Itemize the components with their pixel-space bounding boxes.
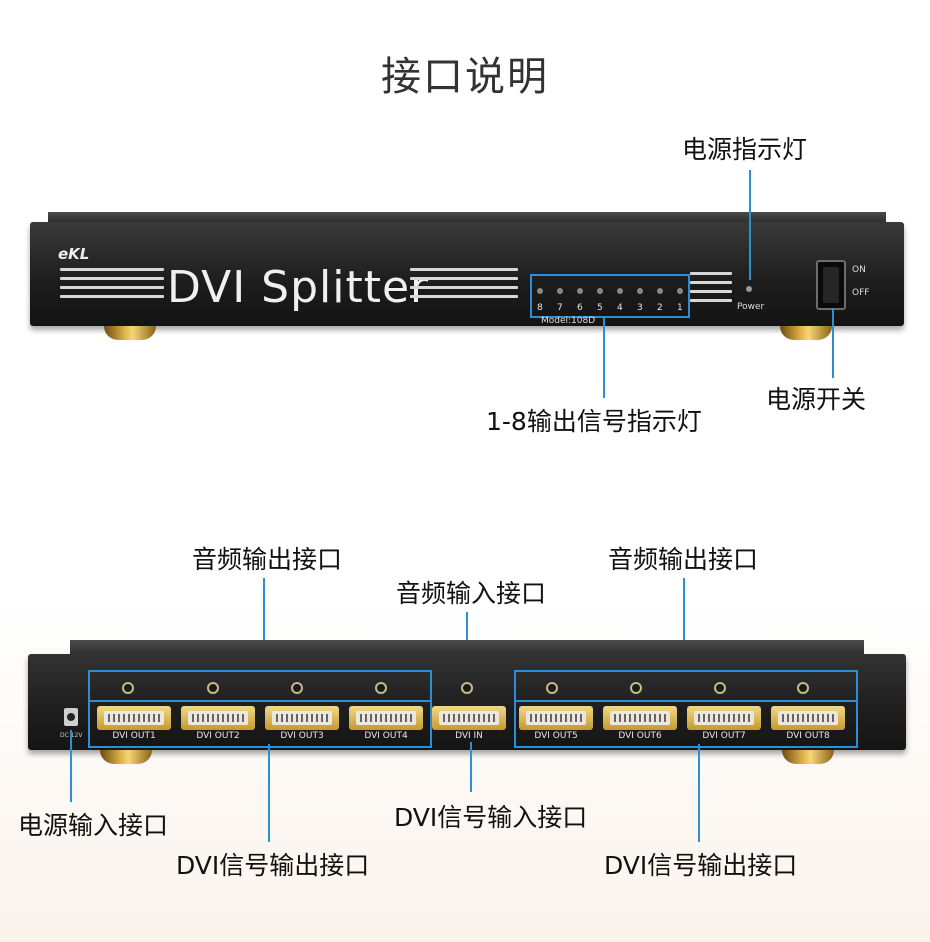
callout-line xyxy=(698,744,700,842)
port-label: DVI OUT6 xyxy=(618,731,662,741)
callout-power-in: 电源输入接口 xyxy=(18,811,169,840)
callout-line xyxy=(832,308,834,378)
front-panel xyxy=(30,222,904,326)
led-number: 2 xyxy=(657,303,663,313)
audio-out-jack[interactable] xyxy=(714,682,726,694)
output-led xyxy=(597,288,603,294)
dvi-in-port[interactable] xyxy=(432,706,506,730)
audio-out-jack[interactable] xyxy=(207,682,219,694)
callout-line xyxy=(263,578,265,670)
callout-line xyxy=(683,578,685,670)
callout-dvi-out-right: DVI信号输出接口 xyxy=(604,851,798,880)
dvi-out-port-2[interactable] xyxy=(181,706,255,730)
power-switch[interactable] xyxy=(816,260,846,310)
port-label: DVI OUT5 xyxy=(534,731,578,741)
output-led xyxy=(677,288,683,294)
dvi-out-group-right xyxy=(514,700,858,748)
callout-line xyxy=(470,742,472,792)
led-number: 1 xyxy=(677,303,683,313)
audio-out-jack[interactable] xyxy=(375,682,387,694)
audio-out-jack[interactable] xyxy=(797,682,809,694)
output-led xyxy=(637,288,643,294)
dvi-out-port-7[interactable] xyxy=(687,706,761,730)
back-panel-top xyxy=(70,640,864,656)
port-label: DVI OUT1 xyxy=(112,731,156,741)
led-number: 3 xyxy=(637,303,643,313)
front-panel-top xyxy=(48,212,886,224)
switch-on-label: ON xyxy=(852,265,866,275)
model-label: Model:108D xyxy=(541,316,596,326)
callout-power-switch: 电源开关 xyxy=(766,385,867,414)
callout-output-leds: 1-8输出信号指示灯 xyxy=(486,407,702,436)
audio-in-jack[interactable] xyxy=(461,682,473,694)
led-number: 4 xyxy=(617,303,623,313)
dvi-out-port-3[interactable] xyxy=(265,706,339,730)
audio-out-jack[interactable] xyxy=(291,682,303,694)
led-number: 6 xyxy=(577,303,583,313)
callout-power-led: 电源指示灯 xyxy=(682,135,808,164)
output-led xyxy=(577,288,583,294)
brand-logo: eKL xyxy=(58,245,90,263)
back-foot-left xyxy=(100,750,152,764)
decor-stripes-power xyxy=(690,272,732,308)
callout-audio-in: 音频输入接口 xyxy=(396,579,547,608)
led-number: 7 xyxy=(557,303,563,313)
dvi-out-port-4[interactable] xyxy=(349,706,423,730)
page-title: 接口说明 xyxy=(381,54,549,100)
back-foot-right xyxy=(782,750,834,764)
port-label: DVI OUT3 xyxy=(280,731,324,741)
dvi-out-port-5[interactable] xyxy=(519,706,593,730)
port-label: DVI OUT8 xyxy=(786,731,830,741)
audio-out-jack[interactable] xyxy=(630,682,642,694)
decor-stripes-left xyxy=(60,268,164,304)
front-foot-right xyxy=(780,326,832,340)
dvi-out-port-8[interactable] xyxy=(771,706,845,730)
port-label: DVI OUT2 xyxy=(196,731,240,741)
decor-stripes-right xyxy=(410,268,518,304)
callout-audio-out-right: 音频输出接口 xyxy=(608,545,759,574)
dc-power-jack[interactable] xyxy=(64,708,78,726)
callout-dvi-out-left: DVI信号输出接口 xyxy=(176,851,370,880)
audio-out-jack[interactable] xyxy=(122,682,134,694)
port-label: DVI OUT7 xyxy=(702,731,746,741)
audio-out-jack[interactable] xyxy=(546,682,558,694)
callout-audio-out-left: 音频输出接口 xyxy=(192,545,343,574)
port-label: DVI IN xyxy=(455,731,483,741)
output-led xyxy=(537,288,543,294)
callout-line xyxy=(749,170,751,280)
callout-line xyxy=(70,730,72,802)
front-foot-left xyxy=(104,326,156,340)
power-led xyxy=(746,286,752,292)
led-number: 8 xyxy=(537,303,543,313)
power-label: Power xyxy=(737,302,765,312)
dvi-out-group-left xyxy=(88,700,432,748)
product-name: DVI Splitter xyxy=(167,262,430,313)
port-label: DVI OUT4 xyxy=(364,731,408,741)
callout-dvi-in: DVI信号输入接口 xyxy=(394,803,588,832)
callout-line xyxy=(603,316,605,398)
dvi-out-port-6[interactable] xyxy=(603,706,677,730)
dvi-out-port-1[interactable] xyxy=(97,706,171,730)
output-led xyxy=(657,288,663,294)
output-led xyxy=(617,288,623,294)
led-number: 5 xyxy=(597,303,603,313)
switch-off-label: OFF xyxy=(852,288,870,298)
output-led-group: 8 7 6 5 4 3 2 1 xyxy=(530,274,690,318)
callout-line xyxy=(268,744,270,842)
output-led xyxy=(557,288,563,294)
